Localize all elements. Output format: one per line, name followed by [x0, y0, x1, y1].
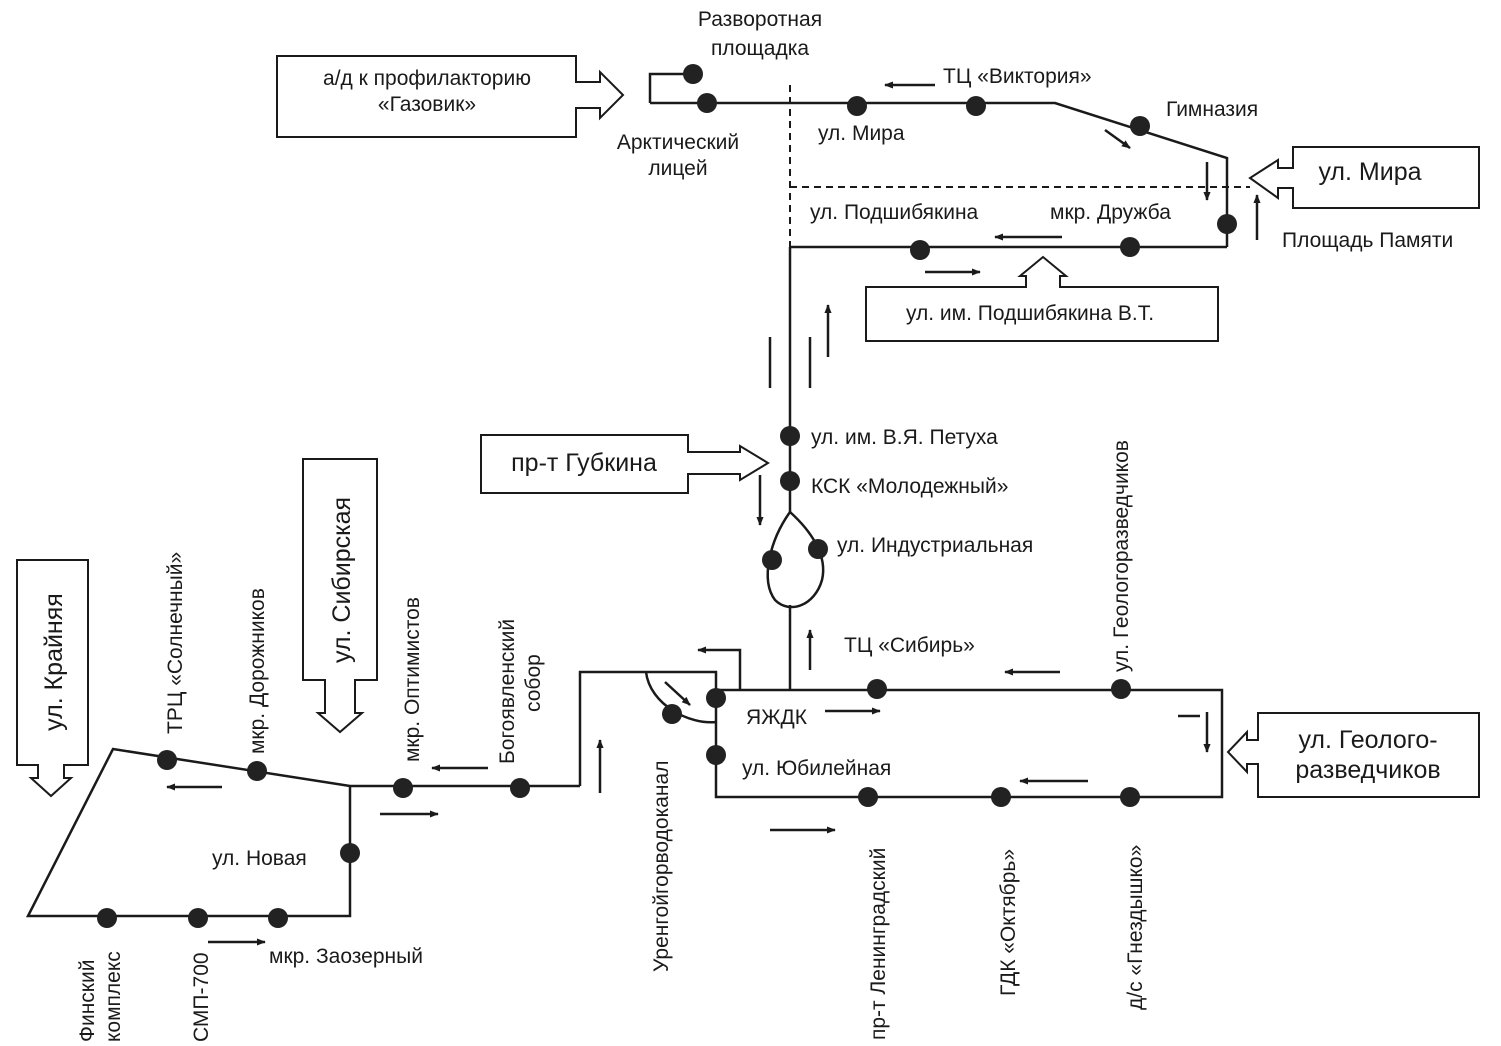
stop-yazhdk	[706, 688, 726, 708]
label-optim: мкр. Оптимистов	[401, 597, 424, 762]
stop-zaozer	[268, 908, 288, 928]
label-oktyabr: ГДК «Октябрь»	[997, 849, 1020, 996]
box-geolog-line1: ул. Геолого-	[1298, 726, 1437, 754]
box-krainyaya-label: ул. Крайняя	[40, 593, 68, 731]
label-viktoria: ТЦ «Виктория»	[943, 65, 1092, 88]
label-arktich-1: Арктический	[617, 131, 739, 154]
box-podshibyakin	[865, 255, 1219, 342]
label-geolog: ул. Геологоразведчиков	[1110, 440, 1133, 672]
label-finsk-2: комплекс	[102, 951, 125, 1042]
label-urengoy: Уренгойгорводоканал	[650, 761, 673, 972]
box-gazovik-line2: «Газовик»	[378, 93, 476, 116]
box-geolog	[1226, 712, 1480, 798]
stop-yubil	[706, 745, 726, 765]
label-ploshchad: Площадь Памяти	[1282, 229, 1453, 252]
label-yubil: ул. Юбилейная	[742, 757, 891, 780]
box-labels: а/д к профилакторию «Газовик» ул. Мира у…	[40, 67, 1441, 784]
label-mira: ул. Мира	[818, 122, 905, 145]
stop-druzhba	[1120, 237, 1140, 257]
label-smp: СМП-700	[190, 952, 213, 1042]
stop-razvorot	[683, 64, 703, 84]
box-geolog-line2: разведчиков	[1295, 756, 1440, 784]
label-petukha: ул. им. В.Я. Петуха	[811, 426, 998, 449]
stop-geolog	[1111, 679, 1131, 699]
label-ksk: КСК «Молодежный»	[811, 475, 1008, 498]
stop-dorozh	[247, 761, 267, 781]
box-gubkina	[480, 434, 770, 494]
street-boxes	[16, 55, 1480, 798]
label-gimnazia: Гимназия	[1166, 98, 1258, 121]
box-mira	[1248, 146, 1480, 209]
box-podshibyakin-label: ул. им. Подшибякина В.Т.	[906, 302, 1154, 325]
label-razvorot-1: Разворотная	[698, 8, 822, 31]
arrow-loop-diagonal	[664, 681, 691, 706]
stop-optim	[393, 778, 413, 798]
stop-leningrad	[858, 787, 878, 807]
stop-finsk	[97, 908, 117, 928]
stops	[97, 64, 1237, 928]
arrow-gimnazia-down	[1104, 128, 1131, 150]
stop-urengoy	[662, 704, 682, 724]
stop-industr-west	[762, 550, 782, 570]
label-dorozh: мкр. Дорожников	[246, 588, 269, 754]
label-yazhdk: ЯЖДК	[746, 706, 808, 729]
stop-industr-east	[808, 539, 828, 559]
stop-smp	[188, 908, 208, 928]
stop-gnezd	[1120, 787, 1140, 807]
stop-arktich	[697, 93, 717, 113]
stop-labels: Разворотная площадка Арктический лицей у…	[76, 8, 1453, 1042]
stop-mira	[847, 96, 867, 116]
parallel-markers	[768, 337, 812, 388]
label-razvorot-2: площадка	[711, 37, 809, 60]
box-gazovik-line1: а/д к профилакторию	[323, 67, 531, 90]
label-arktich-2: лицей	[648, 157, 707, 180]
label-sibir: ТЦ «Сибирь»	[844, 634, 975, 657]
stop-gimnazia	[1130, 116, 1150, 136]
box-sibirskaya-label: ул. Сибирская	[328, 497, 356, 663]
box-krainyaya	[16, 559, 89, 798]
stop-novaya	[340, 843, 360, 863]
route-segment-west-upper	[25, 747, 580, 918]
route-lines	[25, 72, 1229, 918]
label-solnech: ТРЦ «Солнечный»	[164, 552, 187, 734]
stop-solnech	[157, 750, 177, 770]
stop-viktoria	[966, 96, 986, 116]
label-podshibyakina: ул. Подшибякина	[810, 201, 979, 224]
direction-arrows	[166, 81, 1261, 946]
box-gazovik	[276, 55, 625, 138]
stop-petukha	[780, 426, 800, 446]
label-druzhba: мкр. Дружба	[1050, 201, 1171, 224]
box-mira-label: ул. Мира	[1318, 158, 1421, 186]
dashed-branch	[789, 85, 1250, 247]
label-zaozer: мкр. Заозерный	[269, 945, 423, 968]
label-gnezd: д/с «Гнездышко»	[1124, 845, 1147, 1010]
stop-podshibyakina	[910, 240, 930, 260]
route-segment-razvorot	[648, 72, 693, 103]
label-novaya: ул. Новая	[212, 847, 307, 870]
stop-sibir	[867, 679, 887, 699]
arrow-hook-urengoy	[697, 646, 742, 690]
box-sibirskaya	[302, 458, 378, 734]
stop-oktyabr	[991, 787, 1011, 807]
stop-ploshchad	[1217, 214, 1237, 234]
label-sobor-1: Богоявленский	[496, 619, 519, 764]
label-sobor-2: собор	[522, 654, 545, 712]
stop-sobor	[510, 778, 530, 798]
label-leningrad: пр-т Ленинградский	[867, 848, 890, 1040]
route-segment-geolog-loop	[578, 670, 1224, 799]
box-gubkina-label: пр-т Губкина	[511, 449, 657, 477]
label-industr: ул. Индустриальная	[837, 534, 1033, 557]
stop-ksk	[780, 471, 800, 491]
label-finsk-1: Финский	[76, 960, 99, 1042]
